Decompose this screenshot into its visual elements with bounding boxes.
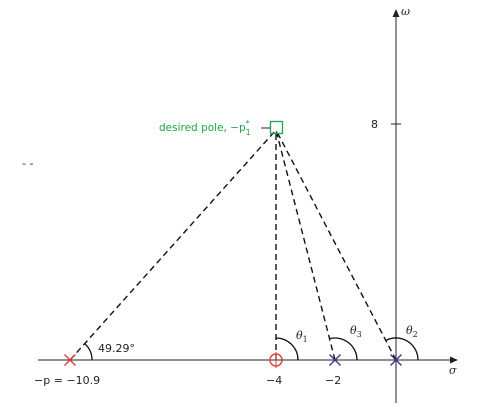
stray-mark: ‐ ‐: [22, 157, 33, 170]
arc-theta3: [329, 337, 358, 361]
pole-2-marker: [329, 354, 341, 366]
omega-tick-label-8: 8: [371, 118, 378, 131]
angle-theta1-label: θ1: [296, 329, 308, 344]
omega-axis-arrow: [392, 9, 400, 17]
angle-theta2-label: θ2: [406, 324, 418, 339]
desired-pole-marker: [269, 120, 284, 135]
pole-p-label: −p = −10.9: [34, 374, 100, 387]
pole-0-marker: [390, 354, 402, 366]
pole-2-label: −2: [325, 374, 341, 387]
arc-theta2: [385, 337, 419, 361]
angle-theta3-label: θ3: [350, 324, 362, 339]
desired-pole-label: desired pole, −p*1: [159, 119, 251, 137]
line-pole-0-to-desired: [275, 129, 397, 361]
arc-alpha: [84, 343, 93, 361]
omega-axis-label: ω: [401, 5, 410, 18]
sigma-axis-label: σ: [449, 364, 457, 377]
sigma-axis-arrow: [450, 356, 458, 364]
zero-label: −4: [266, 374, 282, 387]
line-pole-p-to-desired: [69, 129, 277, 361]
line-pole-2-to-desired: [275, 129, 336, 361]
pole-p-marker: [64, 354, 76, 366]
angle-alpha-label: 49.29°: [98, 342, 135, 355]
arc-theta1: [275, 337, 299, 361]
